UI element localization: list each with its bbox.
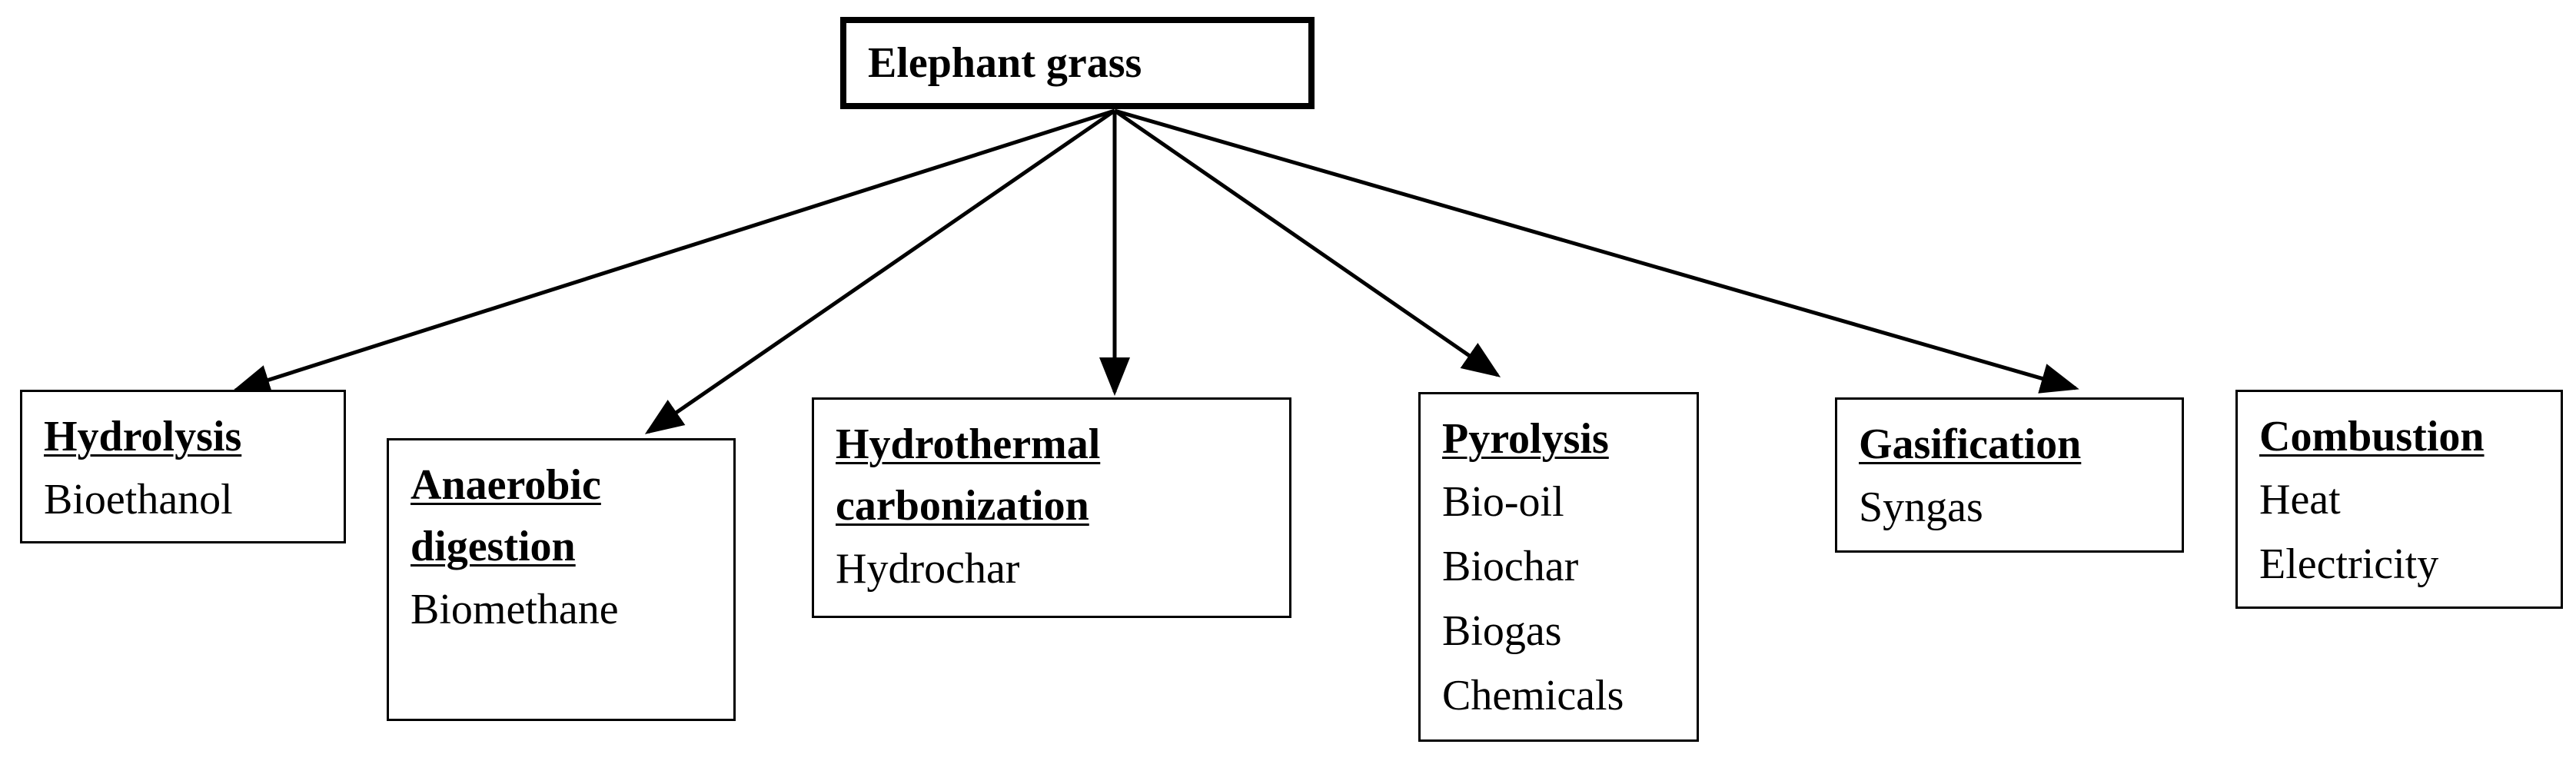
- arrow-to-pyrolysis: [1113, 108, 1501, 377]
- product-item: Biochar: [1442, 543, 1579, 590]
- process-title: Gasification: [1859, 414, 2162, 475]
- product-item: Heat: [2259, 476, 2341, 523]
- process-box-pyrolysis: Pyrolysis Bio-oil Biochar Biogas Chemica…: [1418, 392, 1699, 742]
- arrow-to-gasification: [1114, 108, 2079, 394]
- product-item: Bioethanol: [44, 476, 233, 523]
- product-item: Biogas: [1442, 607, 1562, 655]
- process-box-combustion: Combustion Heat Electricity: [2235, 390, 2563, 609]
- process-title-line: Hydrolysis: [44, 413, 242, 460]
- product-item: Electricity: [2259, 540, 2439, 588]
- product-item: Chemicals: [1442, 672, 1624, 719]
- process-box-anaerobic-digestion: Anaerobic digestion Biomethane: [387, 438, 736, 721]
- arrow-to-hydrolysis: [231, 108, 1115, 395]
- process-title: Combustion: [2259, 406, 2541, 467]
- process-title: Hydrolysis: [44, 406, 324, 467]
- process-title: Pyrolysis: [1442, 408, 1677, 470]
- process-title: Anaerobic digestion: [410, 454, 713, 577]
- root-node-box: Elephant grass: [840, 17, 1315, 109]
- product-item: Hydrochar: [836, 545, 1020, 593]
- process-title: Hydrothermal carbonization: [836, 414, 1269, 537]
- process-box-hydrolysis: Hydrolysis Bioethanol: [20, 390, 346, 543]
- process-box-gasification: Gasification Syngas: [1835, 397, 2184, 553]
- process-title-line: digestion: [410, 523, 576, 570]
- process-title-line: Pyrolysis: [1442, 415, 1609, 463]
- product-item: Bio-oil: [1442, 478, 1564, 526]
- process-title-line: Anaerobic: [410, 461, 601, 509]
- product-item: Syngas: [1859, 484, 1983, 531]
- process-box-hydrothermal-carbonization: Hydrothermal carbonization Hydrochar: [812, 397, 1291, 618]
- process-title-line: carbonization: [836, 482, 1089, 530]
- arrow-to-anaerobic-digestion: [644, 108, 1116, 434]
- product-item: Biomethane: [410, 586, 619, 633]
- process-title-line: Combustion: [2259, 413, 2485, 460]
- process-title-line: Gasification: [1859, 420, 2082, 468]
- process-title-line: Hydrothermal: [836, 420, 1101, 468]
- root-node-label: Elephant grass: [868, 39, 1142, 87]
